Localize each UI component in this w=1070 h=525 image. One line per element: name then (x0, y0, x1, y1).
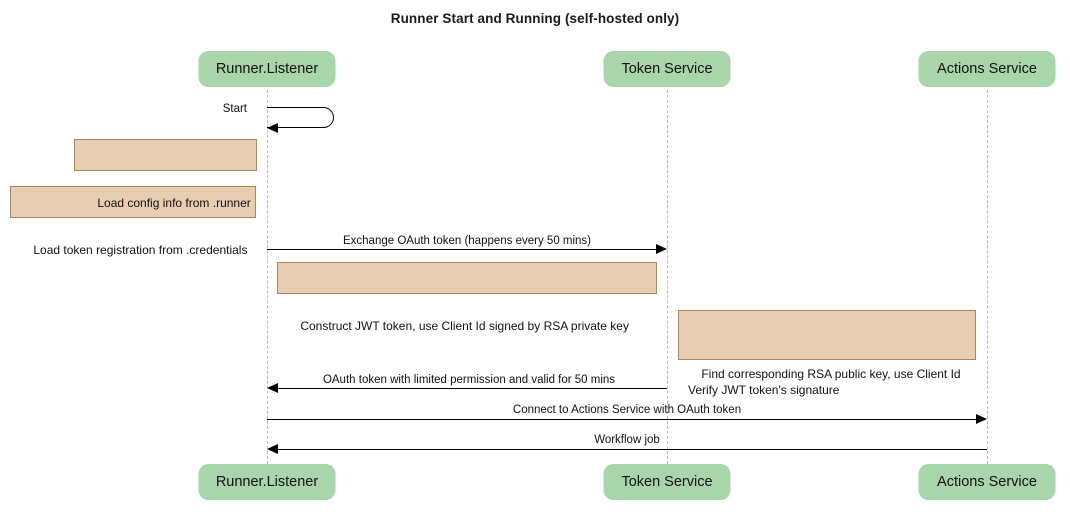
lifeline-token-service (667, 90, 668, 464)
note-construct-jwt: Construct JWT token, use Client Id signe… (277, 262, 657, 333)
message-start-self-loop (267, 107, 334, 128)
note-verify-jwt: Find corresponding RSA public key, use C… (678, 310, 976, 397)
note-load-config: Load config info from .runner (74, 139, 257, 210)
participant-label: Actions Service (937, 61, 1037, 77)
note-fold-inner-icon (245, 140, 256, 151)
arrowhead-oauth-token-reply-icon (267, 382, 278, 393)
participant-actions-service-top[interactable]: Actions Service (918, 51, 1056, 87)
participant-label: Runner.Listener (215, 474, 319, 490)
note-fold-inner-icon (964, 311, 975, 322)
participant-label: Actions Service (937, 474, 1037, 490)
participant-token-service-top[interactable]: Token Service (603, 51, 731, 87)
arrowhead-workflow-job-icon (267, 443, 278, 454)
message-line-connect-to-actions-service (267, 419, 976, 420)
lifeline-actions-service (987, 90, 988, 464)
arrowhead-exchange-oauth-token-icon (656, 243, 667, 254)
message-label-workflow-job: Workflow job (594, 434, 660, 446)
note-text: Construct JWT token, use Client Id signe… (300, 319, 629, 333)
message-label-exchange-oauth-token: Exchange OAuth token (happens every 50 m… (342, 235, 592, 247)
participant-actions-service-bottom[interactable]: Actions Service (918, 464, 1056, 500)
note-text: Load token registration from .credential… (33, 243, 248, 257)
arrowhead-connect-to-actions-service-icon (976, 413, 987, 424)
message-label-oauth-token-reply: OAuth token with limited permission and … (322, 374, 616, 386)
note-text: Load config info from .runner (97, 196, 251, 210)
message-label-connect-to-actions-service: Connect to Actions Service with OAuth to… (512, 404, 742, 416)
note-fold-inner-icon (645, 263, 656, 274)
note-load-token-registration: Load token registration from .credential… (10, 186, 256, 257)
message-label-start: Start (222, 103, 247, 115)
participant-token-service-bottom[interactable]: Token Service (603, 464, 731, 500)
note-text: Find corresponding RSA public key, use C… (688, 367, 961, 397)
participant-runner-listener-top[interactable]: Runner.Listener (198, 51, 336, 87)
participant-label: Token Service (621, 474, 713, 490)
note-fold-inner-icon (244, 187, 255, 198)
arrowhead-start-icon (267, 122, 278, 133)
participant-label: Token Service (621, 61, 713, 77)
message-line-oauth-token-reply (278, 388, 667, 389)
message-line-exchange-oauth-token (267, 249, 656, 250)
participant-label: Runner.Listener (215, 61, 319, 77)
lifeline-runner-listener (267, 90, 268, 464)
page-title: Runner Start and Running (self-hosted on… (390, 11, 680, 26)
participant-runner-listener-bottom[interactable]: Runner.Listener (198, 464, 336, 500)
message-line-workflow-job (278, 449, 987, 450)
